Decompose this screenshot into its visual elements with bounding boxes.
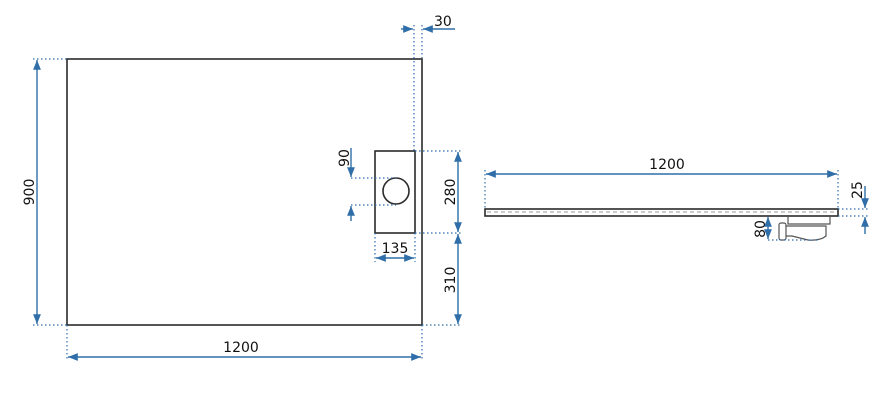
width-label: 1200 [223, 340, 259, 356]
drain-offset-label: 310 [443, 267, 459, 294]
dimension-drain-diameter: 90 [337, 148, 396, 221]
dimension-depth: 900 [22, 58, 67, 326]
side-view: 1200 25 80 [484, 157, 870, 241]
thickness-label: 25 [850, 181, 866, 199]
drain-width-label: 135 [382, 241, 409, 257]
drain-height-label: 280 [443, 179, 459, 206]
dimension-thickness: 25 [838, 181, 870, 234]
drain-diameter-label: 90 [337, 149, 353, 167]
dimension-length: 1200 [484, 157, 839, 209]
drain-circle [382, 177, 410, 205]
depth-label: 900 [22, 179, 38, 206]
dimension-width: 1200 [66, 325, 423, 361]
drain-box [374, 150, 416, 234]
dimension-edge-offset: 30 [401, 14, 455, 151]
dimension-drain-height: 280 [415, 150, 462, 234]
siphon-height-label: 80 [753, 220, 769, 238]
length-label: 1200 [649, 157, 685, 173]
dimension-drain-offset: 310 [422, 234, 462, 326]
shower-tray-outline [66, 58, 423, 326]
dimension-siphon-height: 80 [753, 217, 818, 241]
plan-view: 900 1200 30 90 280 [22, 14, 462, 361]
tray-profile [484, 208, 839, 217]
edge-offset-label: 30 [434, 14, 452, 30]
siphon [778, 216, 831, 241]
dimension-drain-width: 135 [374, 233, 416, 262]
